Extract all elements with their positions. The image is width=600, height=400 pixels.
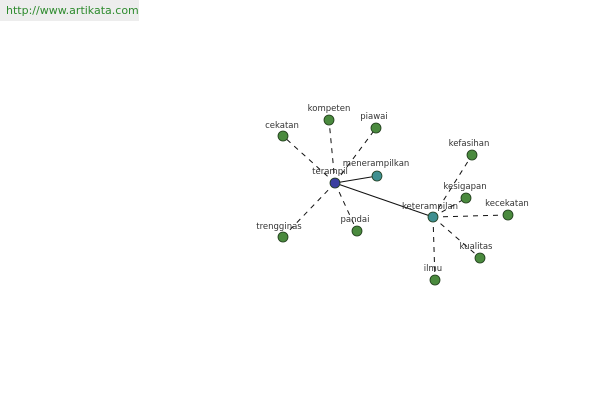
edge-keterampilan-ilmu (432, 216, 436, 281)
node-marker-pandai[interactable] (351, 225, 363, 237)
node-label-pandai: pandai (341, 215, 370, 225)
edge-terampil-pandai (334, 182, 358, 232)
node-label-kefasihan: kefasihan (449, 139, 490, 149)
node-marker-ilmu[interactable] (429, 274, 441, 286)
node-marker-piawai[interactable] (370, 122, 382, 134)
node-marker-kefasihan[interactable] (466, 149, 478, 161)
node-pandai[interactable]: pandai (341, 215, 370, 237)
watermark-url: http://www.artikata.com (0, 0, 139, 21)
node-kefasihan[interactable]: kefasihan (449, 139, 490, 161)
node-marker-menerampilkan[interactable] (371, 170, 383, 182)
node-label-kecekatan: kecekatan (485, 199, 529, 209)
edge-terampil-menerampilkan (334, 175, 378, 184)
node-kualitas[interactable]: kualitas (460, 242, 494, 264)
node-piawai[interactable]: piawai (360, 112, 388, 134)
edge-terampil-keterampilan (334, 182, 434, 218)
node-kecekatan[interactable]: kecekatan (485, 199, 529, 221)
node-marker-kompeten[interactable] (323, 114, 335, 126)
node-marker-keterampilan[interactable] (427, 211, 439, 223)
node-layer: terampil keterampilan menerampilkan kompete… (256, 104, 529, 286)
edge-terampil-trengginas (282, 182, 336, 238)
node-label-terampil: terampil (312, 167, 348, 177)
node-marker-kesigapan[interactable] (460, 192, 472, 204)
node-kompeten[interactable]: kompeten (308, 104, 351, 126)
node-terampil[interactable]: terampil (312, 167, 348, 189)
node-ilmu[interactable]: ilmu (424, 264, 442, 286)
node-marker-cekatan[interactable] (277, 130, 289, 142)
node-label-kualitas: kualitas (460, 242, 494, 252)
node-menerampilkan[interactable]: menerampilkan (343, 159, 410, 182)
node-marker-kecekatan[interactable] (502, 209, 514, 221)
edge-terampil-cekatan (282, 135, 336, 184)
node-label-cekatan: cekatan (265, 121, 299, 131)
edge-terampil-piawai (334, 127, 377, 184)
edge-keterampilan-kefasihan (432, 154, 473, 218)
node-trengginas[interactable]: trengginas (256, 222, 302, 243)
edge-keterampilan-kecekatan (432, 214, 509, 218)
node-marker-kualitas[interactable] (474, 252, 486, 264)
node-marker-trengginas[interactable] (277, 231, 289, 243)
node-label-kompeten: kompeten (308, 104, 351, 114)
edge-keterampilan-kesigapan (432, 197, 467, 218)
node-label-kesigapan: kesigapan (443, 182, 486, 192)
node-label-piawai: piawai (360, 112, 388, 122)
node-kesigapan[interactable]: kesigapan (443, 182, 487, 204)
edge-layer (282, 119, 509, 281)
edge-terampil-kompeten (328, 119, 336, 184)
node-keterampilan[interactable]: keterampilan (402, 202, 458, 223)
node-label-trengginas: trengginas (256, 222, 302, 232)
node-marker-terampil[interactable] (329, 177, 341, 189)
node-label-ilmu: ilmu (424, 264, 442, 274)
node-cekatan[interactable]: cekatan (265, 121, 299, 142)
edge-keterampilan-kualitas (432, 216, 481, 259)
node-label-keterampilan: keterampilan (402, 202, 458, 212)
node-label-menerampilkan: menerampilkan (343, 159, 410, 169)
